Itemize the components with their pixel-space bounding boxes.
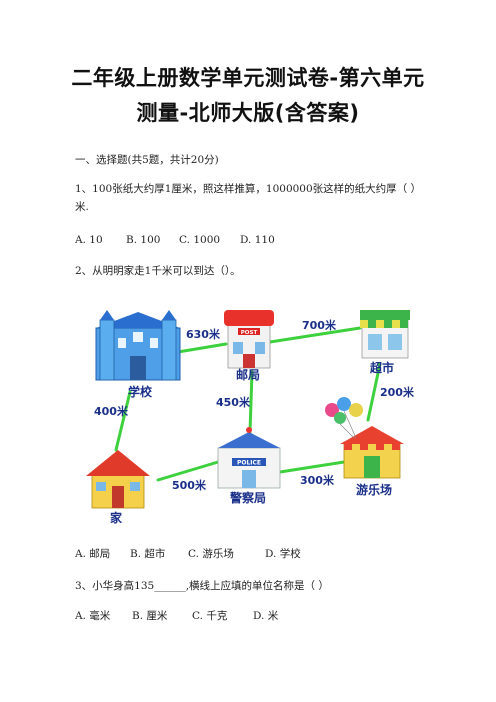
road-post-police bbox=[248, 370, 254, 434]
q2-option-d[interactable]: D. 学校 bbox=[265, 548, 301, 560]
post-office-building-icon: POST bbox=[224, 310, 274, 369]
q1-option-d[interactable]: D. 110 bbox=[240, 234, 275, 246]
home-building-icon bbox=[86, 450, 150, 509]
supermarket-building-icon bbox=[360, 310, 410, 359]
road-post-supermarket bbox=[268, 326, 362, 344]
distance-label-home-police: 500米 bbox=[172, 478, 207, 492]
q2-option-a[interactable]: A. 邮局 bbox=[75, 548, 111, 560]
place-label-amusement-park: 游乐场 bbox=[356, 482, 392, 497]
q3-option-b[interactable]: B. 厘米 bbox=[132, 610, 168, 622]
police-station-building-icon: POLICE bbox=[217, 427, 281, 489]
distance-map: POST POLICE bbox=[86, 310, 415, 525]
q2-text: 2、从明明家走1千米可以到达（）。 bbox=[75, 265, 241, 277]
q3-option-c[interactable]: C. 千克 bbox=[192, 610, 228, 622]
q1-option-c[interactable]: C. 1000 bbox=[179, 234, 221, 246]
q3-options: A. 毫米 B. 厘米 C. 千克 D. 米 bbox=[75, 608, 278, 623]
road-school-post bbox=[176, 342, 228, 354]
distance-label-supermarket-park: 200米 bbox=[380, 385, 415, 399]
map-roads bbox=[114, 326, 382, 482]
q3-option-a[interactable]: A. 毫米 bbox=[75, 610, 111, 622]
distance-label-school-home: 400米 bbox=[94, 404, 129, 418]
q1-option-b[interactable]: B. 100 bbox=[126, 234, 161, 246]
place-label-police-station: 警察局 bbox=[229, 490, 266, 505]
police-sign: POLICE bbox=[237, 460, 261, 467]
q1-text-line2: 米. bbox=[75, 201, 89, 213]
q1-text-line1: 1、100张纸大约厚1厘米，照这样推算，1000000张这样的纸大约厚（ ） bbox=[75, 183, 422, 195]
distance-label-post-supermarket: 700米 bbox=[302, 318, 337, 332]
q2-option-c[interactable]: C. 游乐场 bbox=[188, 548, 234, 560]
q3-text: 3、小华身高135______,横线上应填的单位名称是（ ） bbox=[75, 580, 329, 592]
amusement-park-building-icon bbox=[325, 397, 404, 479]
page-title-line1: 二年级上册数学单元测试卷-第六单元 bbox=[71, 66, 425, 90]
q2-options: A. 邮局 B. 超市 C. 游乐场 D. 学校 bbox=[75, 546, 301, 561]
page-title-line2: 测量-北师大版(含答案) bbox=[136, 101, 360, 125]
distance-label-school-post: 630米 bbox=[186, 327, 221, 341]
place-label-supermarket: 超市 bbox=[369, 360, 394, 375]
q3-option-d[interactable]: D. 米 bbox=[253, 610, 279, 622]
section-heading: 一、选择题(共5题，共计20分) bbox=[75, 154, 219, 166]
distance-label-post-police: 450米 bbox=[216, 395, 251, 409]
place-label-post-office: 邮局 bbox=[236, 367, 260, 382]
q1-option-a[interactable]: A. 10 bbox=[75, 234, 103, 246]
road-police-park bbox=[278, 460, 346, 474]
q2-option-b[interactable]: B. 超市 bbox=[130, 548, 166, 560]
place-label-school: 学校 bbox=[128, 384, 153, 399]
road-supermarket-park bbox=[366, 362, 382, 422]
post-sign: POST bbox=[241, 330, 258, 336]
road-school-home bbox=[114, 390, 132, 452]
school-building-icon bbox=[95, 310, 181, 381]
q1-options: A. 10 B. 100 C. 1000 D. 110 bbox=[75, 234, 275, 246]
road-home-police bbox=[156, 460, 220, 482]
distance-label-police-park: 300米 bbox=[300, 473, 335, 487]
place-label-home: 家 bbox=[110, 510, 123, 525]
